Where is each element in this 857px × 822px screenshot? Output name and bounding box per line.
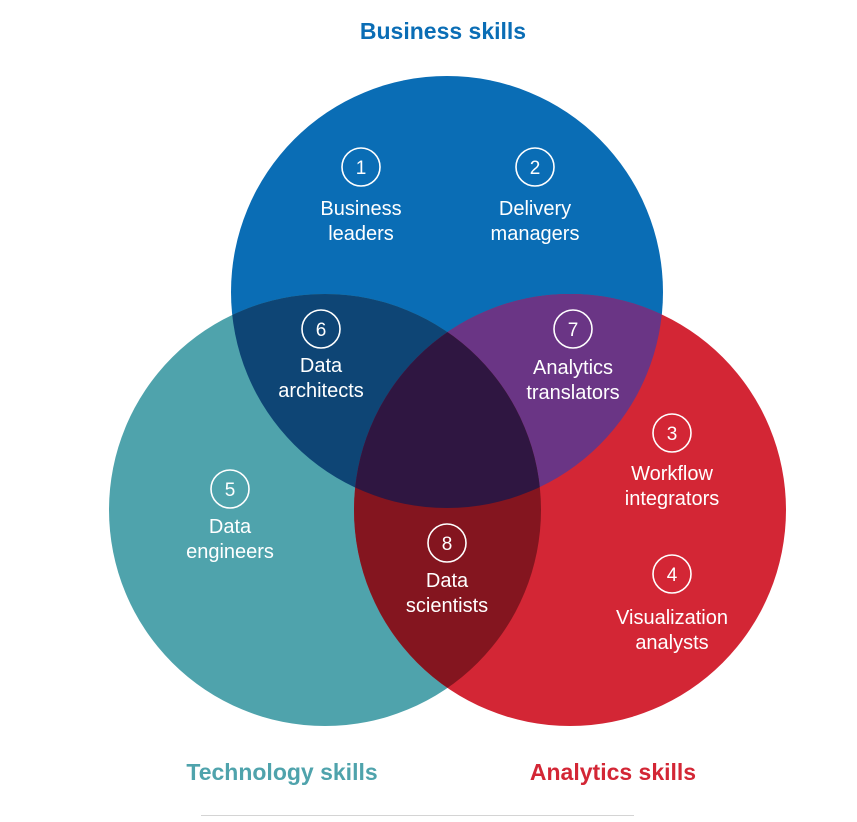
role-label-line1: Business	[320, 198, 401, 220]
role-label-line2: managers	[491, 223, 580, 245]
role-number: 4	[667, 565, 678, 586]
role-data-scientists: 8 Data scientists	[406, 523, 488, 617]
role-label-line1: Delivery	[499, 198, 571, 220]
role-business-leaders: 1 Business leaders	[320, 147, 402, 245]
role-number: 2	[530, 158, 541, 179]
role-visualization-analysts: 4 Visualization analysts	[616, 554, 728, 654]
role-number: 3	[667, 424, 678, 445]
analytics-skills-title: Analytics skills	[529, 759, 697, 785]
role-label-line2: integrators	[625, 488, 720, 510]
technology-skills-title: Technology skills	[186, 759, 378, 785]
role-number-badge	[652, 554, 692, 594]
role-number: 6	[316, 320, 327, 341]
role-number-badge	[210, 469, 250, 509]
role-label-line1: Analytics	[533, 357, 613, 379]
role-number-badge	[553, 309, 593, 349]
all-three-overlap	[354, 294, 541, 508]
role-label-line1: Data	[209, 516, 252, 538]
role-number: 7	[568, 320, 579, 341]
role-label-line2: leaders	[328, 223, 394, 245]
role-number-badge	[301, 309, 341, 349]
role-label-line1: Visualization	[616, 607, 728, 629]
role-data-engineers: 5 Data engineers	[186, 469, 274, 563]
role-label-line2: translators	[526, 382, 619, 404]
role-data-architects: 6 Data architects	[278, 309, 364, 402]
role-label-line2: architects	[278, 380, 364, 402]
role-number: 8	[442, 534, 453, 555]
role-number-badge	[427, 523, 467, 563]
role-workflow-integrators: 3 Workflow integrators	[625, 413, 720, 510]
role-analytics-translators: 7 Analytics translators	[526, 309, 620, 404]
footer-divider	[201, 815, 634, 816]
role-label-line2: engineers	[186, 541, 274, 563]
role-label-line1: Data	[426, 570, 469, 592]
role-label-line1: Data	[300, 355, 343, 377]
role-number-badge	[652, 413, 692, 453]
role-label-line2: scientists	[406, 595, 488, 617]
role-number: 1	[356, 158, 367, 179]
role-number: 5	[225, 480, 236, 501]
business-skills-title: Business skills	[359, 18, 527, 44]
role-label-line1: Workflow	[631, 463, 713, 485]
role-delivery-managers: 2 Delivery managers	[491, 147, 580, 245]
role-label-line2: analysts	[635, 632, 708, 654]
role-number-badge	[515, 147, 555, 187]
role-number-badge	[341, 147, 381, 187]
